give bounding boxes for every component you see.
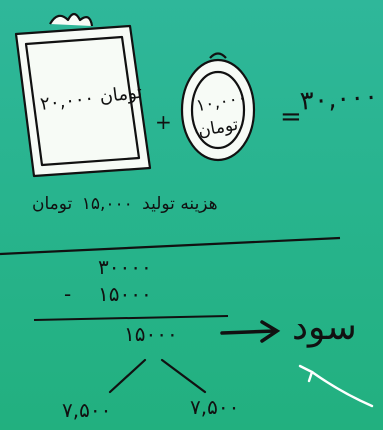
subtraction-line	[33, 315, 229, 321]
result: ۱۵۰۰۰	[124, 322, 178, 346]
chalk-arrow-icon	[298, 364, 374, 408]
total-amount: ۳۰,۰۰۰	[299, 81, 380, 117]
subtrahend: ۱۵۰۰۰	[98, 282, 152, 306]
split-right-amount: ۷,۵۰۰	[190, 395, 240, 419]
cost-unit: تومان	[32, 194, 73, 214]
minuend: ۳۰۰۰۰	[98, 255, 152, 279]
production-cost: هزینه تولید ۱۵,۰۰۰ تومان	[32, 196, 218, 213]
minus-sign: -	[64, 282, 72, 306]
profit-label: سود	[292, 307, 357, 348]
split-left-amount: ۷,۵۰۰	[62, 398, 112, 422]
divider-line	[0, 236, 341, 256]
cost-label: هزینه تولید	[142, 194, 218, 214]
split-lines	[108, 358, 207, 394]
oval-frame-icon	[180, 52, 256, 162]
cost-amount: ۱۵,۰۰۰	[81, 194, 133, 214]
arrow-icon	[220, 320, 281, 343]
rect-frame-icon	[14, 12, 152, 178]
equals-sign: =	[280, 102, 302, 132]
plus-sign: +	[155, 110, 172, 134]
